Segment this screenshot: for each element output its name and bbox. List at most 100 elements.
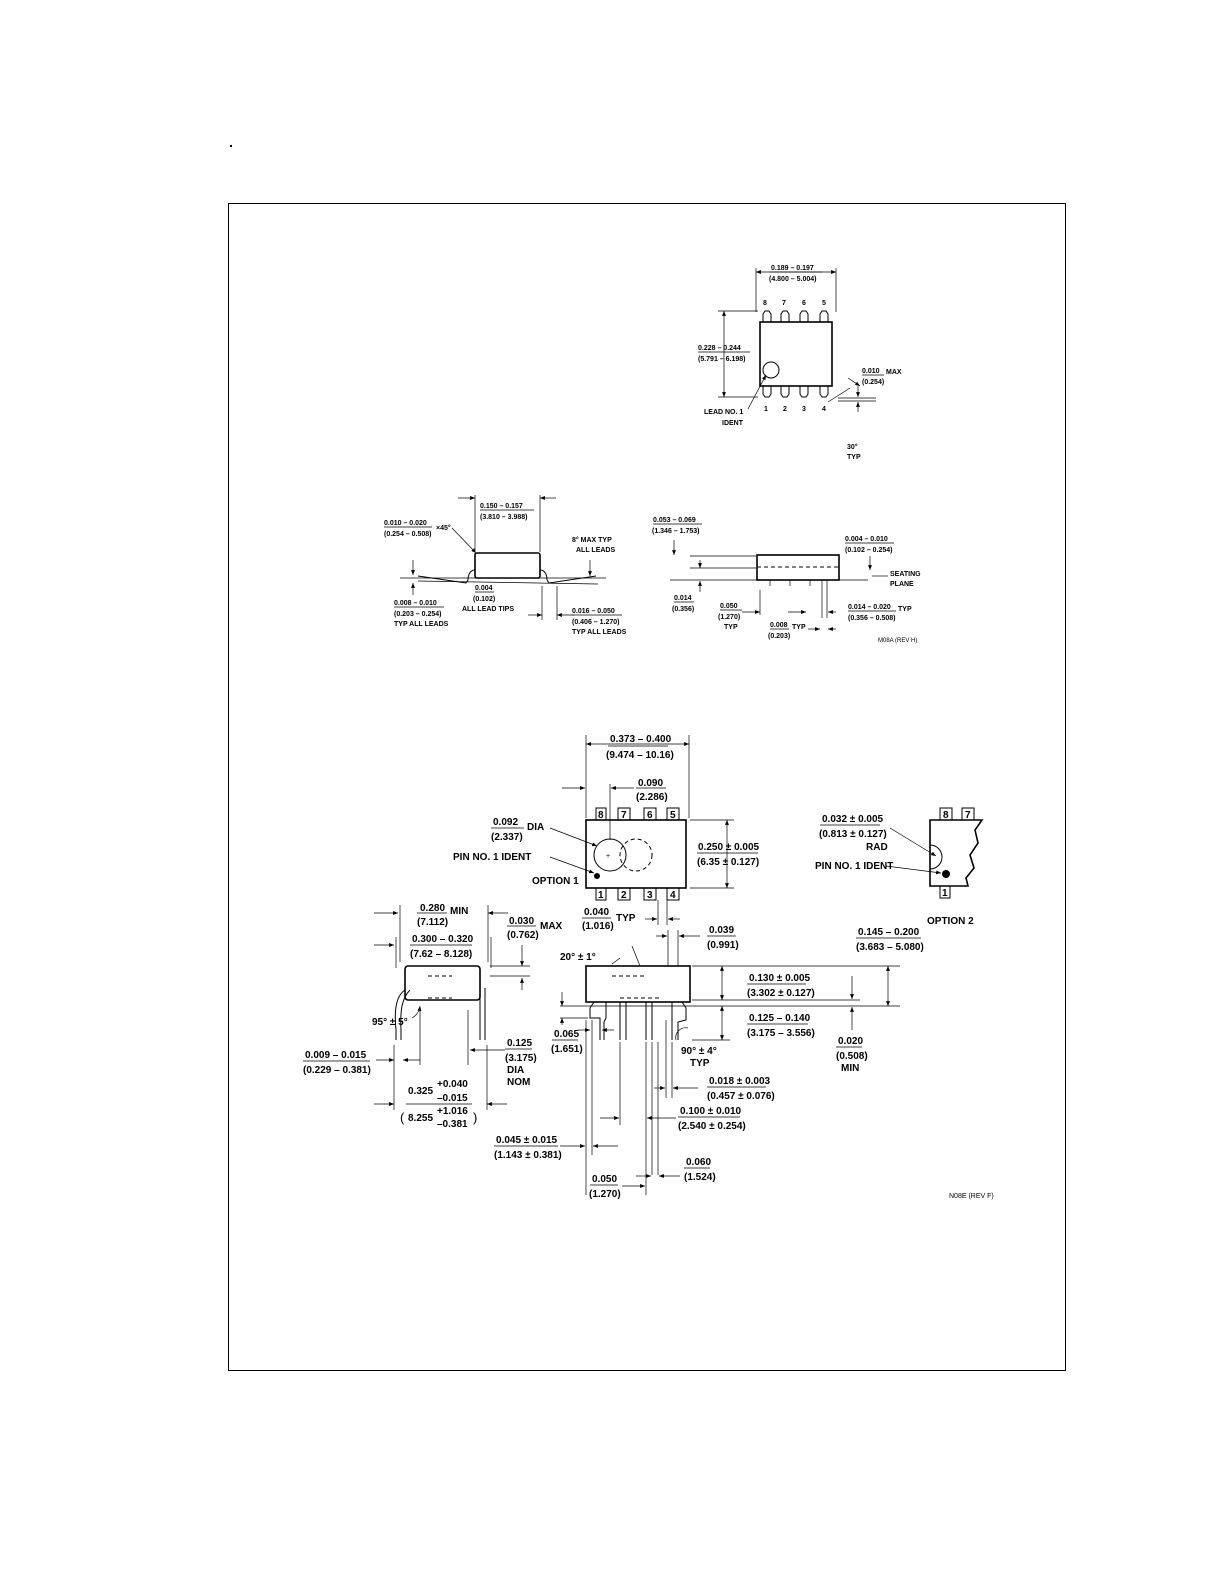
dip8-d125-dia: DIA	[507, 1065, 524, 1076]
so8-max-angle-leads: ALL LEADS	[576, 547, 615, 554]
dip8-pin1-ident: PIN NO. 1 IDENT	[453, 852, 531, 863]
dip8-d039-in: 0.039	[709, 925, 734, 936]
so8-pin-2: 2	[783, 406, 787, 413]
dip8-d325-in: 0.325	[408, 1086, 433, 1097]
dip8-pin-2: 2	[621, 890, 627, 901]
so8-seating-plane: PLANE	[890, 581, 914, 588]
dip8-opt2-pin-8: 8	[943, 810, 949, 821]
so8-tips-in: 0.004	[475, 585, 493, 592]
dip8-d045-in: 0.045 ± 0.015	[496, 1135, 558, 1146]
dip8-d125b-in: 0.125 – 0.140	[749, 1013, 811, 1024]
so8-lead-ident-1: LEAD NO. 1	[704, 409, 743, 416]
so8-bottom-leads	[762, 386, 829, 398]
dip8-angle-20: 20° ± 1°	[560, 952, 596, 963]
dip8-d045-mm: (1.143 ± 0.381)	[494, 1150, 562, 1161]
so8-seating: SEATING	[890, 571, 921, 578]
so8-pitch-typ: TYP	[724, 624, 738, 631]
dip8-d100-in: 0.100 ± 0.010	[680, 1106, 742, 1117]
dip8-d030-mm: (0.762)	[507, 930, 539, 941]
dip8-d130-mm: (3.302 ± 0.127)	[747, 988, 815, 999]
dip8-d060-in: 0.060	[686, 1157, 711, 1168]
so8-side-width-mm: (3.810 – 3.988)	[480, 514, 527, 521]
so8-pin-7: 7	[782, 300, 786, 307]
dip8-opt2-pin-7: 7	[965, 810, 971, 821]
dip8-d300-mm: (7.62 – 8.128)	[410, 949, 472, 960]
so8-chamfer-angle: ×45°	[436, 524, 451, 532]
so8-width-mm: (5.791 – 6.198)	[698, 356, 745, 363]
dip8-d8255-minus: –0.381	[437, 1119, 468, 1130]
dip8-opt2-pin-1: 1	[942, 888, 948, 899]
so8-side-view: 0.010 – 0.020 (0.254 – 0.508) ×45° 0.150…	[384, 495, 627, 636]
dip8-d060-mm: (1.524)	[684, 1172, 716, 1183]
dip8-d130-in: 0.130 ± 0.005	[749, 973, 811, 984]
dip8-d8255: 8.255	[408, 1113, 433, 1124]
dip8-pin-3: 3	[647, 890, 653, 901]
dip8-d100-mm: (2.540 ± 0.254)	[678, 1121, 746, 1132]
so8-max-angle: 8° MAX TYP	[572, 536, 612, 544]
so8-angle-30: 30°	[847, 443, 858, 451]
so8-pitch-in: 0.050	[720, 603, 738, 610]
so8-lead-thk-in: 0.008 – 0.010	[394, 600, 437, 607]
so8-lead-thk-typ: TYP ALL LEADS	[394, 621, 449, 628]
so8-top-view: 0.189 – 0.197 (4.800 – 5.004) 8 7 6 5 1 …	[698, 265, 902, 461]
dip8-end-body	[404, 965, 481, 1001]
dip8-angle-90-typ: TYP	[690, 1058, 710, 1069]
so8-lead-w-in: 0.014 – 0.020	[848, 604, 891, 611]
dip8-d040-mm: (1.016)	[582, 921, 614, 932]
so8-lead-w-typ: TYP	[898, 606, 912, 613]
so8-length-in: 0.189 – 0.197	[771, 265, 814, 272]
dip8-length-in: 0.373 – 0.400	[610, 734, 672, 745]
dip8-width-in: 0.250 ± 0.005	[698, 842, 760, 853]
dip8-d280-mm: (7.112)	[417, 917, 448, 928]
so8-height-in: 0.053 – 0.069	[653, 517, 696, 524]
dip8-pin-1: 1	[598, 890, 604, 901]
dip8-d125-nom: NOM	[507, 1077, 530, 1088]
so8-foot-in: 0.016 – 0.050	[572, 608, 615, 615]
so8-d008-typ: TYP	[792, 624, 806, 631]
dip8-d145-mm: (3.683 – 5.080)	[856, 942, 924, 953]
so8-lead-ident-2: IDENT	[722, 420, 744, 427]
so8-lead1-ident-circle	[762, 361, 780, 379]
dip8-d020-in: 0.020	[838, 1036, 863, 1047]
so8-lead-thk-mm: (0.203 – 0.254)	[394, 611, 441, 618]
dip8-width-mm: (6.35 ± 0.127)	[697, 857, 759, 868]
dip8-opt2-rad-mm: (0.813 ± 0.127)	[819, 829, 887, 840]
dip8-d125-in: 0.125	[507, 1038, 532, 1049]
dip8-side-view: 20° ± 1° 0.039 (0.991) 0.145 – 0.200 (3.…	[494, 925, 994, 1200]
dip8-d040-typ: TYP	[616, 913, 636, 924]
dip8-dia-label: DIA	[527, 822, 544, 833]
dip8-pin-6: 6	[647, 810, 653, 821]
dip8-option1-dashed-circle	[619, 838, 653, 872]
dip8-d050-in: 0.050	[592, 1174, 617, 1185]
dip8-angle-90: 90° ± 4°	[681, 1046, 717, 1057]
dip8-d125-mm: (3.175)	[505, 1053, 537, 1064]
dip8-d325-plus: +0.040	[437, 1079, 468, 1090]
dip8-d018-in: 0.018 ± 0.003	[709, 1076, 771, 1087]
so8-d014-in: 0.014	[674, 595, 692, 602]
so8-pin-5: 5	[822, 300, 826, 307]
so8-side-width-in: 0.150 – 0.157	[480, 503, 523, 510]
dip8-option1-label: OPTION 1	[532, 876, 579, 887]
drawing-frame	[228, 203, 1066, 1371]
dip8-end-view: 0.280 MIN (7.112) 0.300 – 0.320 (7.62 – …	[303, 903, 563, 1130]
dip8-d020-min: MIN	[841, 1063, 859, 1074]
so8-d014-mm: (0.356)	[672, 606, 694, 613]
dip8-opt2-rad-in: 0.032 ± 0.005	[822, 814, 884, 825]
dip8-d280-min: MIN	[450, 906, 468, 917]
so8-foot-mm: (0.406 – 1.270)	[572, 619, 619, 626]
dip8-d050-mm: (1.270)	[589, 1189, 621, 1200]
so8-lead-w-mm: (0.356 – 0.508)	[848, 615, 895, 622]
dip8-option2-body	[929, 819, 984, 887]
dip8-d145-in: 0.145 – 0.200	[858, 927, 920, 938]
dip8-d8255-plus: +1.016	[437, 1106, 468, 1117]
so8-width-in: 0.228 – 0.244	[698, 345, 741, 352]
dip8-d065-mm: (1.651)	[551, 1044, 583, 1055]
so8-pin-1: 1	[764, 406, 768, 413]
dip8-pin1-dot	[594, 873, 600, 879]
dip8-d325-minus: –0.015	[437, 1093, 468, 1104]
so8-pin-8: 8	[763, 300, 767, 307]
dip8-d039-mm: (0.991)	[707, 940, 739, 951]
dip8-option2-view: 8 7 1 0.032 ± 0.005 (0.813 ± 0.127) RAD …	[815, 807, 984, 927]
dip8-dia-in: 0.092	[493, 817, 518, 828]
so8-max-flat-mm: (0.254)	[862, 379, 884, 386]
